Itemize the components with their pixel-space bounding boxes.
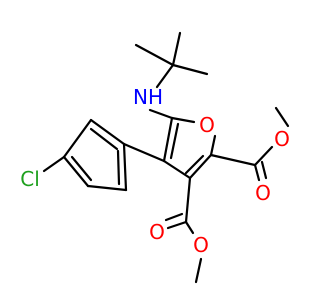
tert-butyl-group	[134, 31, 209, 89]
nh-label: NH	[133, 85, 163, 109]
bond-tbu-ch3-right	[171, 63, 209, 76]
bond-c3-carbonyl-c	[184, 176, 192, 224]
bond-ether-o-methyl	[194, 257, 203, 284]
bond-c3-c4	[162, 159, 192, 180]
ester-c2	[209, 106, 290, 182]
bond-ar3-ar4	[62, 155, 90, 188]
ester-c3-ether-oxygen-label: O	[193, 233, 209, 257]
bond-tbu-nh	[155, 63, 175, 89]
bond-carbonyl-c-o-double-b	[260, 160, 268, 180]
ester-c2-ether-oxygen-label: O	[274, 127, 290, 151]
chlorophenyl-ring	[42, 118, 166, 192]
bond-c4-ar1	[122, 142, 166, 163]
bond-carbonyl-c-ether-o	[184, 220, 195, 235]
bond-ar5-ar6-double	[116, 149, 121, 186]
bond-ar5-ar6	[122, 142, 128, 192]
bond-carbonyl-c-ether-o	[253, 145, 274, 167]
bond-c2-c3-double	[184, 154, 205, 175]
bond-carbonyl-c-o-double-a	[253, 163, 261, 182]
bond-carbonyl-c-o-double-a	[166, 220, 188, 230]
bond-ar1-ar2-double	[89, 127, 119, 151]
bond-ether-o-methyl	[274, 106, 290, 128]
bond-ar3-ar4-double	[70, 155, 93, 182]
bond-ar4-ar5	[86, 184, 128, 192]
ester-c3	[164, 176, 203, 284]
ring-oxygen-label: O	[199, 113, 215, 137]
bond-carbonyl-c-o-double-b	[164, 212, 184, 222]
bond-ar2-ar3	[62, 118, 93, 159]
bond-c2-carbonyl-c	[209, 153, 257, 167]
bond-c4-c5-double	[169, 122, 180, 160]
chlorine-label: Cl	[20, 167, 40, 191]
bond-o1-c2	[209, 134, 217, 157]
bond-c2-c3	[188, 153, 213, 180]
bond-ar3-cl	[42, 155, 66, 173]
bond-nh-c5	[148, 108, 174, 120]
bond-c5-o1	[170, 116, 196, 124]
bond-tbu-ch3-top	[171, 31, 182, 67]
bond-tbu-ch3-left	[134, 43, 175, 67]
chemical-structure: NH O Cl O O O O	[20, 31, 290, 284]
ester-c3-carbonyl-oxygen-label: O	[149, 220, 165, 244]
ester-c2-carbonyl-oxygen-label: O	[255, 181, 271, 205]
bond-c4-c5	[162, 116, 174, 163]
bond-ar1-ar2	[89, 118, 126, 146]
furan-ring	[162, 116, 217, 180]
